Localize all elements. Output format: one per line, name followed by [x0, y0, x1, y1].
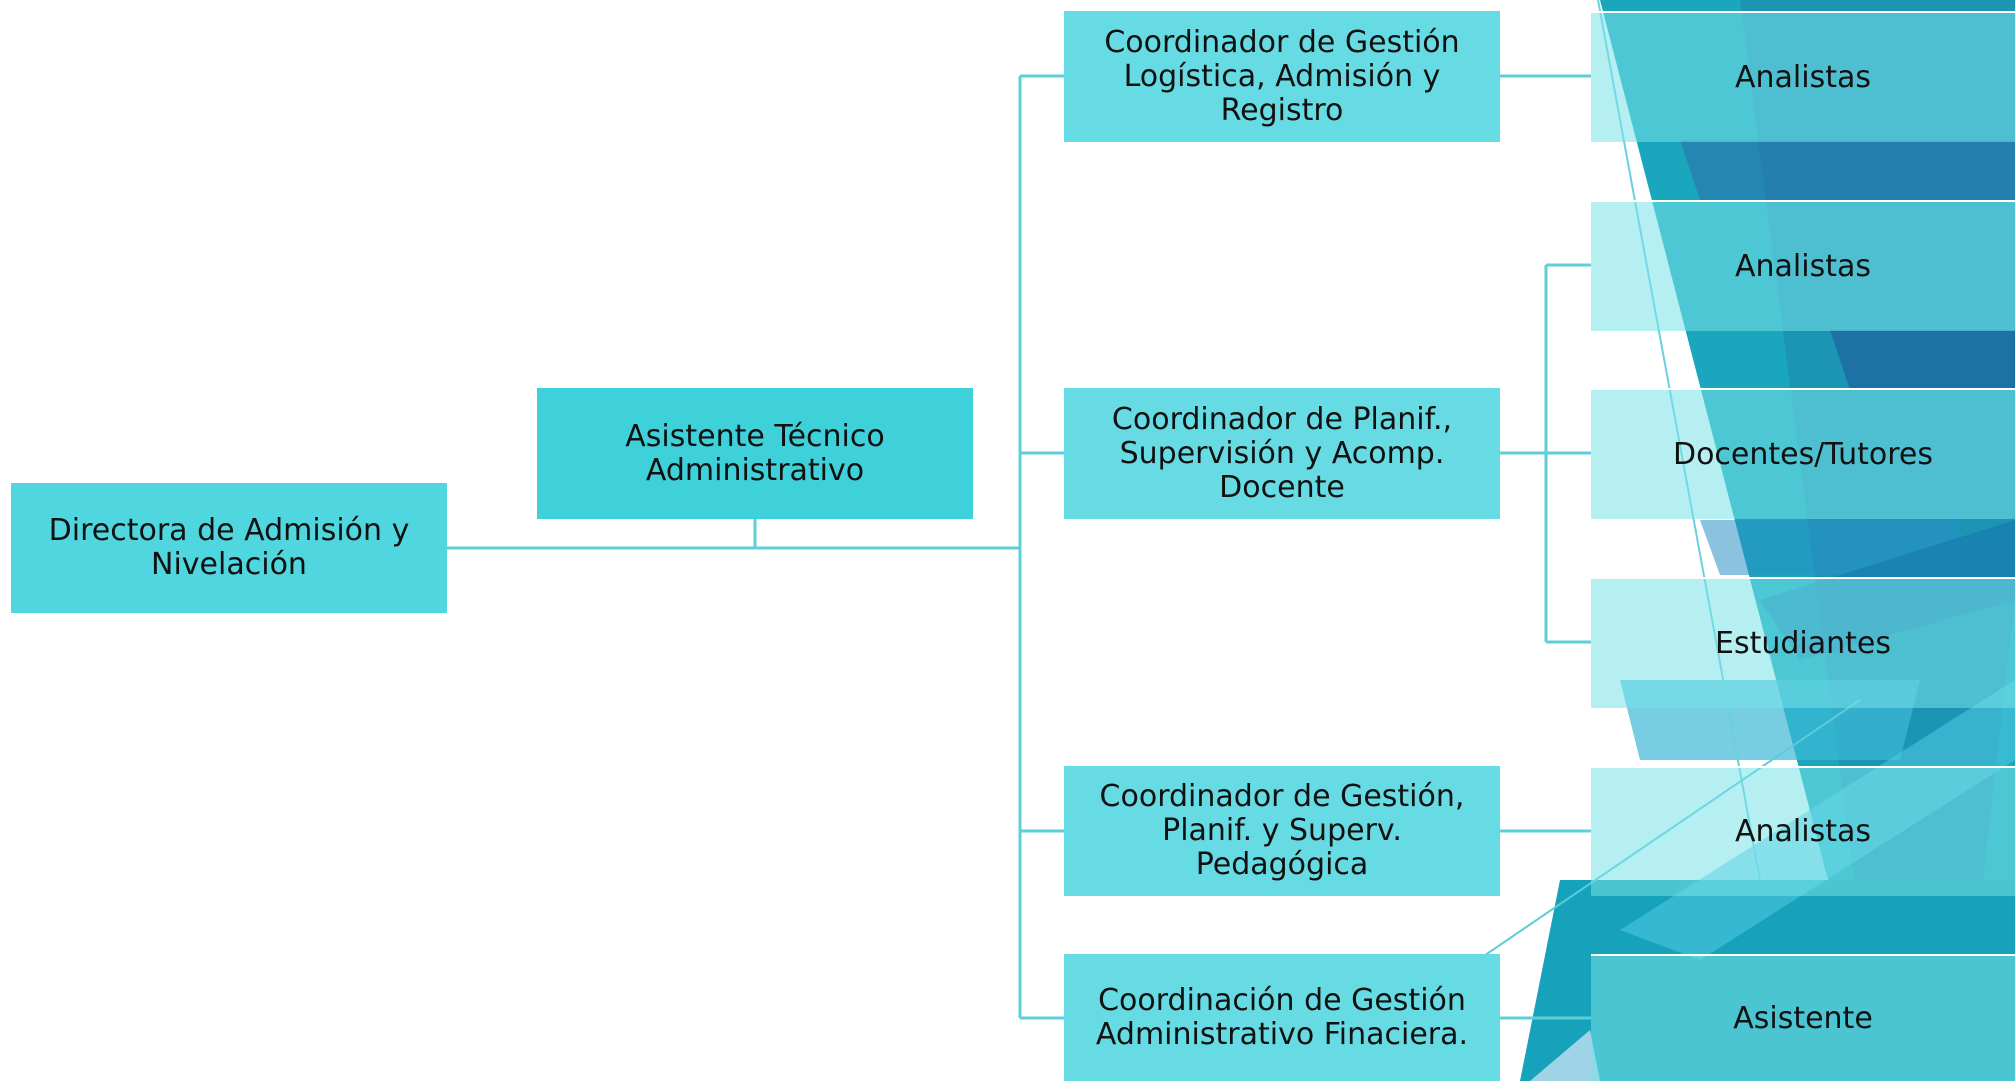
report-label: Analistas — [1735, 248, 1871, 284]
report-label: Estudiantes — [1715, 625, 1891, 661]
report-node: Docentes/Tutores — [1591, 388, 2015, 519]
root-label: Directora de Admisión y Nivelación — [48, 513, 410, 582]
coordinator-label: Coordinación de Gestión Administrativo F… — [1095, 982, 1469, 1052]
assistant-label: Asistente Técnico Administrativo — [625, 418, 885, 488]
coordinator-node: Coordinador de Planif., Supervisión y Ac… — [1064, 388, 1500, 519]
report-node: Estudiantes — [1591, 577, 2015, 708]
report-label: Analistas — [1735, 814, 1871, 849]
assistant-node: Asistente Técnico Administrativo — [537, 388, 973, 519]
report-node: Analistas — [1591, 200, 2015, 331]
coordinator-label: Coordinador de Planif., Supervisión y Ac… — [1111, 401, 1453, 505]
report-label: Docentes/Tutores — [1672, 436, 1934, 472]
coordinator-node: Coordinación de Gestión Administrativo F… — [1064, 954, 1500, 1081]
report-label: Analistas — [1735, 59, 1871, 95]
coordinator-label: Coordinador de Gestión Logística, Admisi… — [1104, 24, 1460, 128]
report-node: Asistente — [1591, 954, 2015, 1081]
report-label: Asistente — [1733, 1000, 1873, 1036]
report-node: Analistas — [1591, 11, 2015, 142]
report-node: Analistas — [1591, 766, 2015, 896]
coordinator-label: Coordinador de Gestión, Planif. y Superv… — [1099, 779, 1465, 882]
coordinator-node: Coordinador de Gestión Logística, Admisi… — [1064, 11, 1500, 142]
coordinator-node: Coordinador de Gestión, Planif. y Superv… — [1064, 766, 1500, 896]
root-node: Directora de Admisión y Nivelación — [11, 483, 447, 613]
